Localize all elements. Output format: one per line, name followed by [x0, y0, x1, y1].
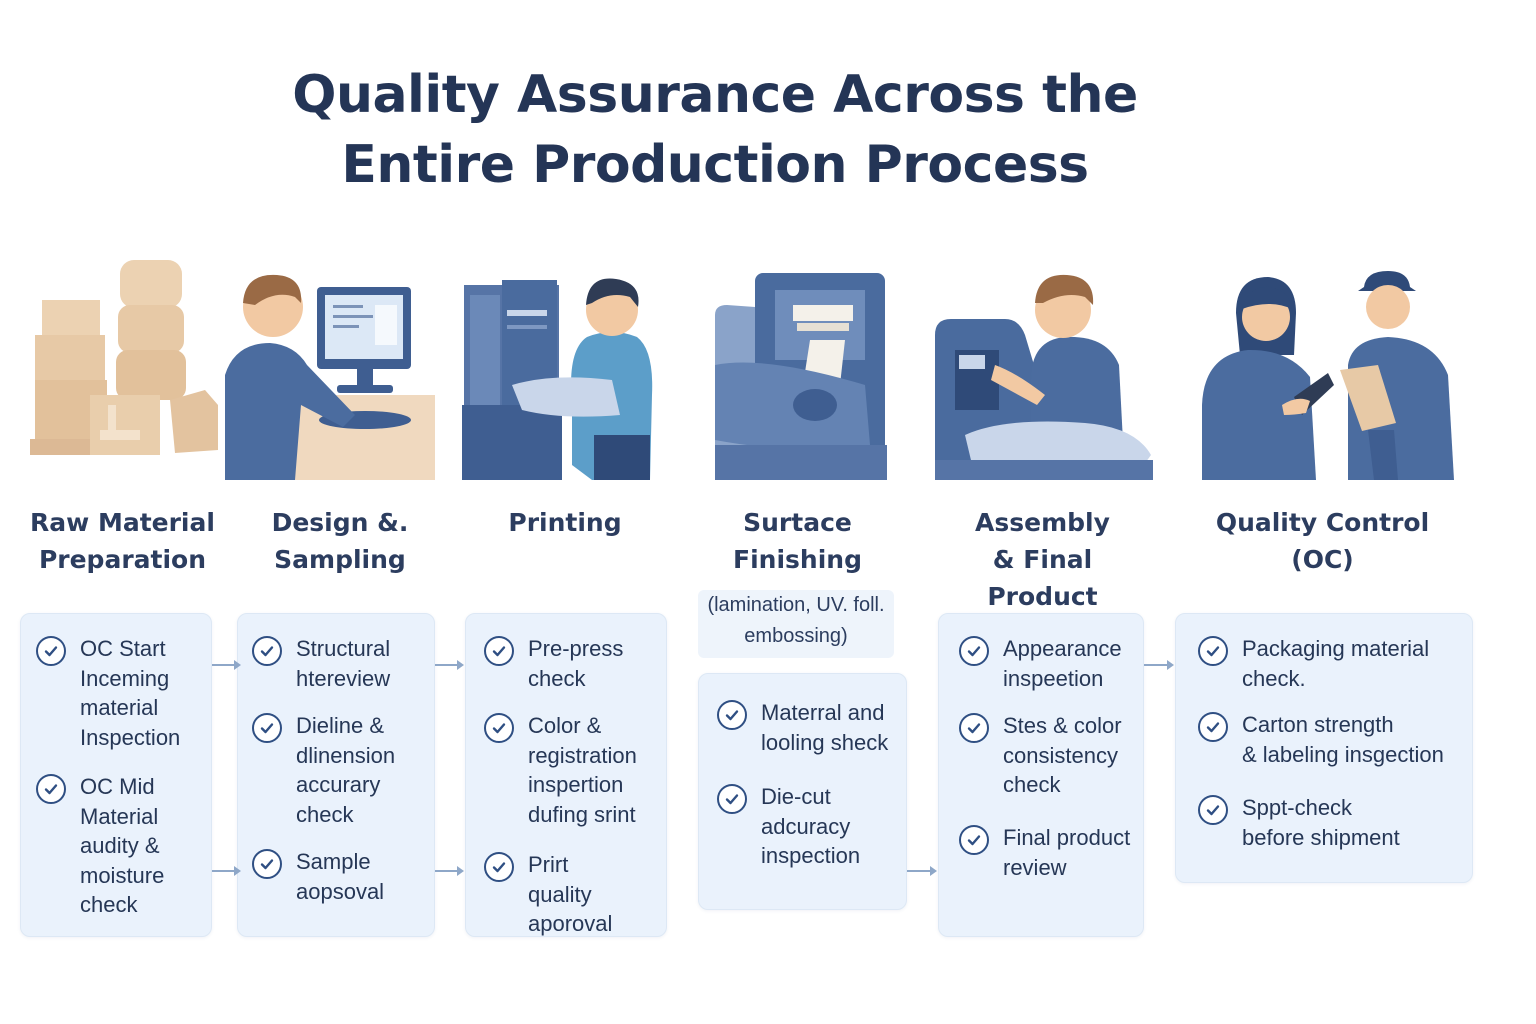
- checklist-item: OC Start Incеming material Inspection: [36, 634, 180, 752]
- check-circle-icon: [1198, 795, 1228, 825]
- surface-finishing-illustration: [715, 255, 887, 480]
- check-circle-icon: [959, 713, 989, 743]
- check-card-assembly: Appearance inspeetion Stes & color consi…: [938, 613, 1144, 937]
- stage-label-quality-control: Quality Control (OC): [1215, 508, 1430, 574]
- check-circle-icon: [717, 784, 747, 814]
- checklist-item: Sample aopsoval: [252, 847, 384, 906]
- check-circle-icon: [36, 774, 66, 804]
- stacked-boxes-illustration: [30, 255, 220, 480]
- design-illustration: [225, 255, 435, 480]
- flow-arrow-icon: [212, 658, 242, 672]
- quality-control-illustration: [1198, 255, 1460, 480]
- check-circle-icon: [717, 700, 747, 730]
- check-circle-icon: [959, 825, 989, 855]
- checklist-item: Die-cut adcuracy inspection: [717, 782, 860, 871]
- check-card-printing: Pre-press check Color & registration ins…: [465, 613, 667, 937]
- check-circle-icon: [484, 713, 514, 743]
- checklist-item: Final product review: [959, 823, 1130, 882]
- stage-label-raw-material: Raw Material Preparation: [30, 508, 215, 574]
- stage-label-assembly: Assembly & Final Product: [975, 508, 1110, 611]
- flow-arrow-icon: [212, 864, 242, 878]
- checklist-item: Sppt-check before shipment: [1198, 793, 1400, 852]
- check-circle-icon: [484, 636, 514, 666]
- assembly-illustration: [935, 255, 1153, 480]
- checklist-item: Carton strength & labeling insgection: [1198, 710, 1444, 769]
- check-circle-icon: [1198, 712, 1228, 742]
- title-line-2: Entire Production Process: [341, 135, 1089, 195]
- flow-arrow-icon: [435, 864, 465, 878]
- checklist-item: Pre-press check: [484, 634, 623, 693]
- stage-label-printing: Printing: [508, 508, 622, 537]
- surface-finishing-note: (lamination, UV. foll. embossing): [698, 590, 894, 658]
- checklist-item: Appearance inspeetion: [959, 634, 1122, 693]
- check-circle-icon: [484, 852, 514, 882]
- checklist-item: Prirt quality aporoval: [484, 850, 612, 939]
- title-line-1: Quality Assurance Across the: [292, 65, 1138, 125]
- flow-arrow-icon: [907, 864, 938, 878]
- check-card-surface-finishing: Materral and looling sheck Die-cut adcur…: [698, 673, 907, 910]
- page-title: Quality Assurance Across the Entire Prod…: [280, 60, 1150, 200]
- checklist-item: Packaging material check.: [1198, 634, 1429, 693]
- stage-label-design: Design &. Sampling: [271, 508, 409, 574]
- checklist-item: Stes & color consistency check: [959, 711, 1122, 800]
- printing-illustration: [462, 255, 657, 480]
- checklist-item: Materral and looling sheck: [717, 698, 888, 757]
- stage-label-surface-finishing: Surtace Finishing: [733, 508, 862, 574]
- check-card-raw-material: OC Start Incеming material Inspection OC…: [20, 613, 212, 937]
- checklist-item: Dieline & dlinension accurary check: [252, 711, 395, 829]
- check-circle-icon: [959, 636, 989, 666]
- check-card-design: Structural htereview Dieline & dlinensio…: [237, 613, 435, 937]
- check-circle-icon: [36, 636, 66, 666]
- check-card-quality-control: Packaging material check. Carton strengt…: [1175, 613, 1473, 883]
- checklist-item: OC Mid Material auditу & moisture check: [36, 772, 164, 920]
- check-circle-icon: [252, 713, 282, 743]
- flow-arrow-icon: [435, 658, 465, 672]
- check-circle-icon: [1198, 636, 1228, 666]
- check-circle-icon: [252, 849, 282, 879]
- checklist-item: Color & registration inspertion dufing s…: [484, 711, 637, 829]
- checklist-item: Structural htereview: [252, 634, 390, 693]
- check-circle-icon: [252, 636, 282, 666]
- flow-arrow-icon: [1144, 658, 1175, 672]
